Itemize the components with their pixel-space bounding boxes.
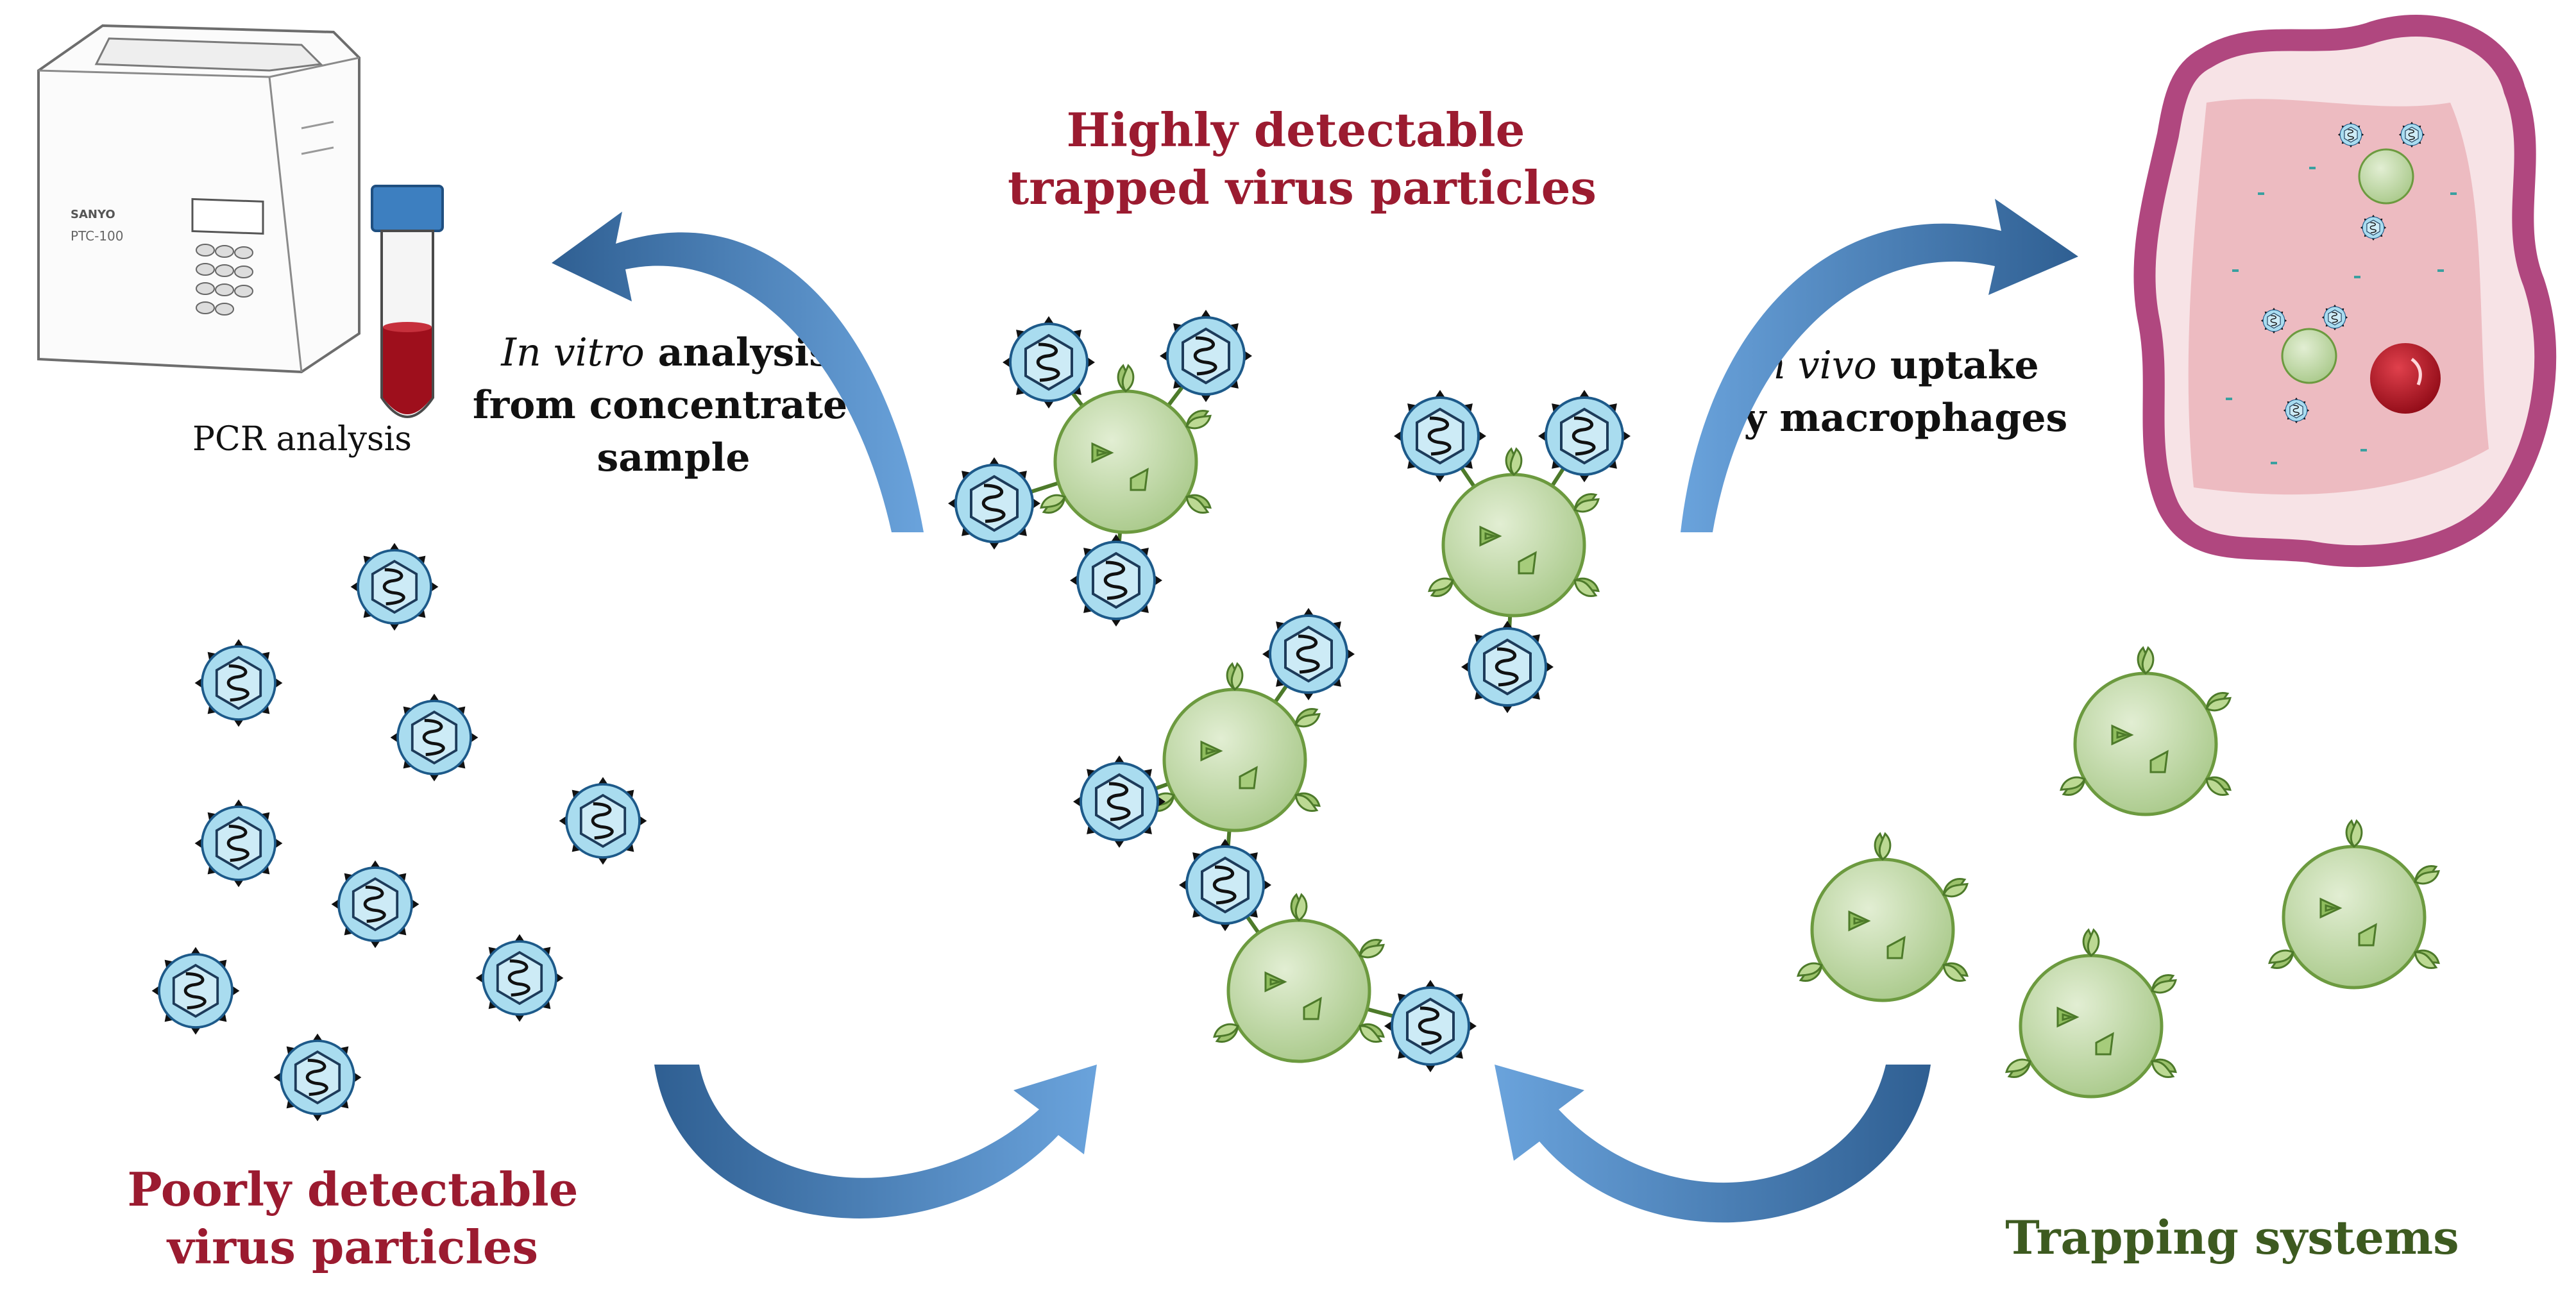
virus-icon bbox=[332, 861, 419, 948]
trapping-systems-label: Trapping systems bbox=[2005, 1210, 2459, 1265]
free-virus-particles bbox=[152, 543, 647, 1122]
trapping-particle-icon bbox=[2267, 821, 2441, 988]
virus-icon bbox=[152, 947, 240, 1035]
poorly-detectable-line-2: virus particles bbox=[166, 1220, 538, 1274]
device-brand: SANYO bbox=[71, 208, 115, 221]
virus-icon bbox=[391, 694, 479, 782]
title-line-2: trapped virus particles bbox=[1008, 160, 1597, 215]
in-vitro-line-2: from concentrated bbox=[473, 383, 874, 428]
virus-icon bbox=[1538, 390, 1631, 482]
arrow-to-invitro bbox=[552, 212, 924, 532]
virus-icon bbox=[1160, 310, 1252, 402]
pcr-device-icon: SANYO PTC-100 bbox=[37, 24, 360, 374]
virus-icon bbox=[559, 777, 647, 865]
virus-icon bbox=[195, 639, 283, 727]
trapping-particle-icon bbox=[2004, 930, 2178, 1097]
device-model: PTC-100 bbox=[71, 228, 123, 244]
virus-icon bbox=[1384, 980, 1477, 1072]
trapped-virus-complexes bbox=[948, 310, 1631, 1072]
in-vitro-italic: In vitro bbox=[500, 330, 644, 375]
virus-icon bbox=[195, 800, 283, 888]
trapping-particle-icon bbox=[2058, 648, 2233, 814]
virus-icon bbox=[1262, 608, 1355, 700]
virus-icon bbox=[948, 457, 1040, 550]
macrophage-cell-icon bbox=[2133, 15, 2557, 568]
pcr-analysis-label: PCR analysis bbox=[192, 420, 412, 459]
virus-icon bbox=[1179, 839, 1271, 931]
virus-icon bbox=[1003, 316, 1095, 409]
title-line-1: Highly detectable bbox=[1067, 103, 1525, 157]
in-vivo-line-2: by macrophages bbox=[1717, 396, 2068, 441]
arrow-to-invivo bbox=[1681, 199, 2078, 532]
free-trapping-particles bbox=[1795, 648, 2441, 1097]
arrow-traps-to-trapped bbox=[1495, 1065, 1931, 1223]
virus-icon bbox=[274, 1034, 362, 1122]
virus-icon bbox=[1070, 534, 1162, 627]
svg-text:In vivo uptake: In vivo uptake bbox=[1745, 343, 2038, 388]
trapping-particle-icon bbox=[1795, 834, 1970, 1000]
virus-icon bbox=[1073, 755, 1165, 848]
virus-icon bbox=[1461, 621, 1554, 713]
poorly-detectable-line-1: Poorly detectable bbox=[128, 1162, 579, 1217]
in-vivo-rest: uptake bbox=[1877, 343, 2039, 388]
arrow-viruses-to-trapped bbox=[654, 1065, 1097, 1218]
in-vivo-label: In vivo uptake by macrophages bbox=[1717, 343, 2068, 441]
virus-icon bbox=[1394, 390, 1486, 482]
in-vitro-line-3: sample bbox=[597, 435, 750, 480]
virus-icon bbox=[351, 543, 439, 631]
virus-icon bbox=[476, 934, 564, 1022]
in-vitro-label: In vitro analysis from concentrated samp… bbox=[473, 330, 874, 480]
svg-text:In vitro analysis: In vitro analysis bbox=[500, 330, 831, 375]
test-tube-icon bbox=[371, 185, 444, 418]
